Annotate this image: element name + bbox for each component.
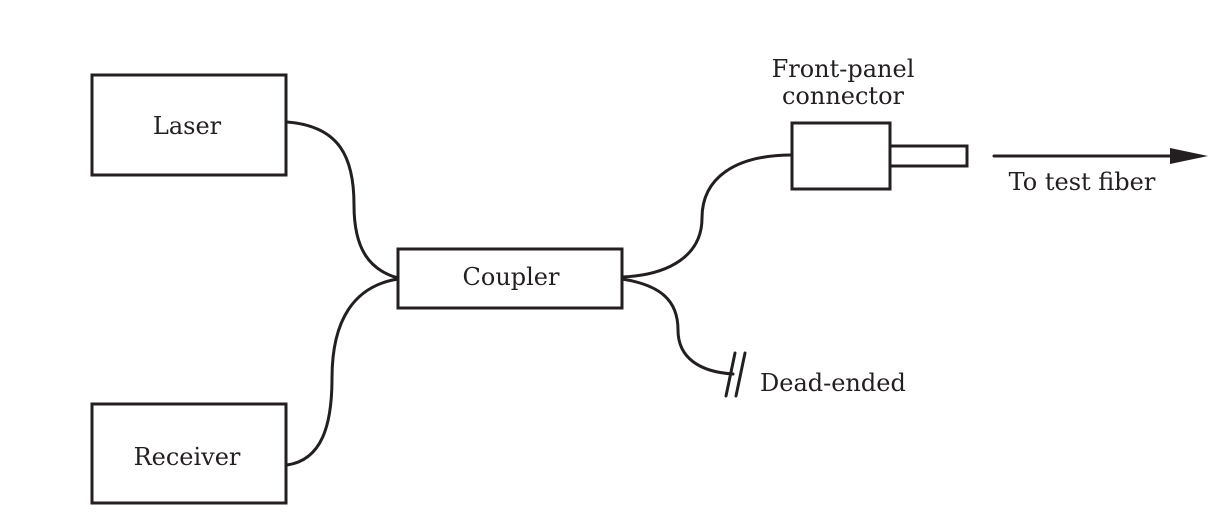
coupler-box (396, 247, 624, 310)
fiber-laser-to-coupler (285, 120, 400, 280)
connector-label-line2: connector (782, 82, 905, 110)
receiver-block: Receiver (90, 402, 288, 505)
front-panel-connector: Front-panel connector (772, 55, 969, 191)
laser-block: Laser (90, 73, 288, 177)
fiber-coupler-to-connector (620, 153, 794, 279)
connector-body (790, 121, 892, 191)
arrow-head-icon (1170, 148, 1208, 164)
test-fiber-arrow (992, 148, 1208, 164)
dead-ended-label: Dead-ended (760, 369, 906, 397)
dead-end-break-icon (724, 351, 747, 398)
fiber-receiver-to-coupler (285, 277, 400, 467)
coupler-block: Coupler (396, 247, 624, 310)
laser-label: Laser (153, 112, 222, 140)
test-fiber-label: To test fiber (1009, 168, 1156, 196)
receiver-box (90, 402, 288, 505)
receiver-label: Receiver (134, 443, 241, 471)
coupler-label: Coupler (463, 263, 561, 291)
connector-label-line1: Front-panel (772, 55, 915, 83)
connector-ferrule (888, 144, 969, 168)
fiber-coupler-dead-end (620, 277, 735, 376)
laser-box (90, 73, 288, 177)
